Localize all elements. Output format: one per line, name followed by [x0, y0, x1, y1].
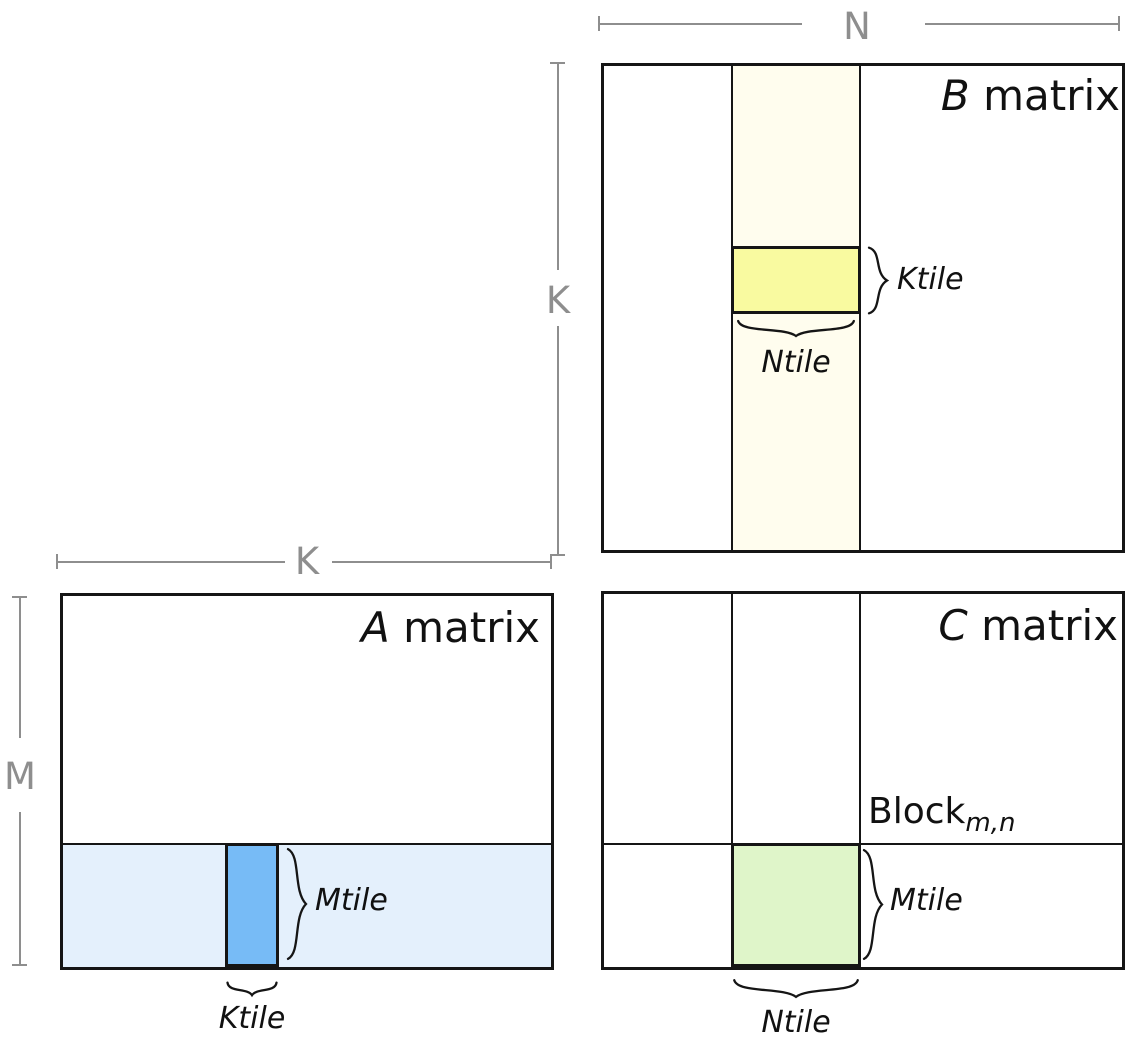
c-ntile-brace — [733, 978, 859, 998]
c-matrix-letter: C — [938, 601, 968, 650]
b-ntile-brace — [737, 319, 855, 337]
m-dim-bottom-line — [19, 812, 21, 966]
n-dim-right-line — [925, 23, 1119, 25]
k-dim-b-top-tick — [550, 62, 565, 64]
m-dim-bottom-tick — [12, 964, 27, 966]
c-row-divider — [604, 843, 1122, 845]
b-ktile-ntile-tile — [731, 246, 861, 314]
c-ntile-label: Ntile — [761, 1005, 831, 1040]
c-block-subscript: m,n — [965, 808, 1016, 838]
b-ktile-brace — [868, 247, 888, 314]
a-ktile-brace — [227, 981, 277, 996]
n-dim-left-tick — [598, 16, 600, 31]
k-dim-b-label: K — [545, 279, 571, 322]
c-column-line-right — [859, 594, 861, 967]
k-dim-a-label: K — [294, 540, 320, 583]
m-dim-label: M — [4, 755, 36, 798]
a-mtile-ktile-tile — [225, 843, 279, 967]
c-matrix — [601, 591, 1125, 970]
k-dim-b-top-line — [557, 64, 559, 270]
a-mtile-label: Mtile — [315, 883, 388, 918]
b-matrix — [601, 63, 1125, 553]
c-matrix-title: C matrix — [938, 601, 1118, 650]
b-ntile-label: Ntile — [761, 345, 831, 380]
n-dim-label: N — [843, 5, 871, 48]
c-column-line-left — [731, 594, 733, 967]
c-matrix-word: matrix — [967, 601, 1118, 650]
b-matrix-word: matrix — [969, 71, 1120, 120]
c-block-label: Blockm,n — [868, 791, 1015, 836]
k-dim-a-right-tick — [550, 554, 552, 569]
a-matrix-title: A matrix — [361, 603, 540, 652]
k-dim-a-left-tick — [56, 554, 58, 569]
n-dim-right-tick — [1118, 16, 1120, 31]
k-dim-b-bottom-tick — [550, 554, 565, 556]
c-block-word: Block — [868, 791, 966, 832]
a-mtile-brace — [287, 848, 307, 960]
k-dim-a-right-line — [332, 561, 551, 563]
m-dim-top-line — [19, 598, 21, 738]
b-matrix-letter: B — [940, 71, 970, 120]
c-mtile-ntile-tile — [731, 843, 861, 967]
n-dim-left-line — [600, 23, 802, 25]
a-mtile-row — [63, 845, 551, 967]
b-ktile-label: Ktile — [897, 262, 964, 297]
c-mtile-brace — [863, 849, 883, 960]
k-dim-a-left-line — [58, 561, 285, 563]
b-matrix-title: B matrix — [940, 71, 1120, 120]
k-dim-b-bottom-line — [557, 326, 559, 554]
a-ktile-label: Ktile — [218, 1001, 286, 1036]
c-mtile-label: Mtile — [890, 883, 963, 918]
m-dim-top-tick — [12, 596, 27, 598]
a-matrix-word: matrix — [389, 603, 540, 652]
a-matrix-letter: A — [361, 603, 390, 652]
a-row-divider — [63, 843, 551, 845]
